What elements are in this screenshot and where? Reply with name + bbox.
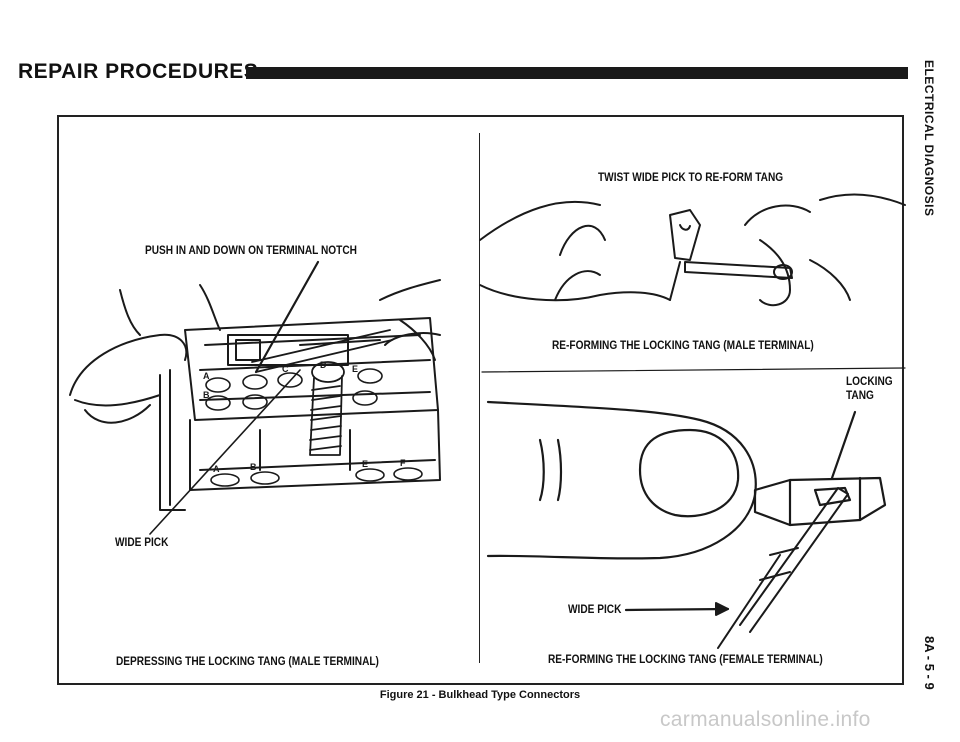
cavity-letter: D bbox=[320, 360, 327, 370]
figure-divider bbox=[479, 133, 480, 663]
cavity-letter: B bbox=[203, 390, 210, 400]
wide-pick-tool bbox=[739, 487, 849, 633]
subcaption-reforming-male: RE-FORMING THE LOCKING TANG (MALE TERMIN… bbox=[552, 340, 814, 352]
subcaption-depressing-tang: DEPRESSING THE LOCKING TANG (MALE TERMIN… bbox=[116, 656, 379, 668]
cavity-letter: E bbox=[362, 459, 368, 469]
watermark: carmanualsonline.info bbox=[660, 708, 871, 731]
cavity-letter: E bbox=[352, 364, 358, 374]
callout-twist-pick: TWIST WIDE PICK TO RE-FORM TANG bbox=[598, 172, 784, 184]
terminal-cavities bbox=[205, 368, 423, 487]
callout-wide-pick-right: WIDE PICK bbox=[568, 604, 622, 616]
cavity-letter: C bbox=[282, 364, 289, 374]
pick-tool-spring bbox=[251, 329, 393, 456]
figure-caption: Figure 21 - Bulkhead Type Connectors bbox=[379, 689, 581, 701]
cavity-letter: B bbox=[250, 462, 257, 472]
page-number: 8A - 5 - 9 bbox=[922, 636, 937, 690]
connector-illustration bbox=[159, 317, 441, 511]
cavity-letter: A bbox=[203, 371, 210, 381]
callout-locking: LOCKING bbox=[846, 376, 893, 388]
cavity-letter: A bbox=[213, 464, 220, 474]
figure-frame bbox=[57, 115, 904, 685]
hand-left bbox=[69, 279, 441, 424]
subcaption-reforming-female: RE-FORMING THE LOCKING TANG (FEMALE TERM… bbox=[548, 654, 823, 666]
callout-push-in: PUSH IN AND DOWN ON TERMINAL NOTCH bbox=[145, 245, 357, 257]
thumb-terminal-illustration bbox=[486, 400, 887, 560]
callout-wide-pick-left: WIDE PICK bbox=[115, 537, 169, 549]
hand-twist-illustration bbox=[479, 193, 906, 307]
header-rule bbox=[246, 67, 908, 79]
section-side-tab: ELECTRICAL DIAGNOSIS bbox=[922, 60, 936, 217]
callout-tang: TANG bbox=[846, 390, 874, 402]
cavity-letter: F bbox=[400, 458, 406, 468]
page-header-title: REPAIR PROCEDURES bbox=[18, 60, 259, 83]
